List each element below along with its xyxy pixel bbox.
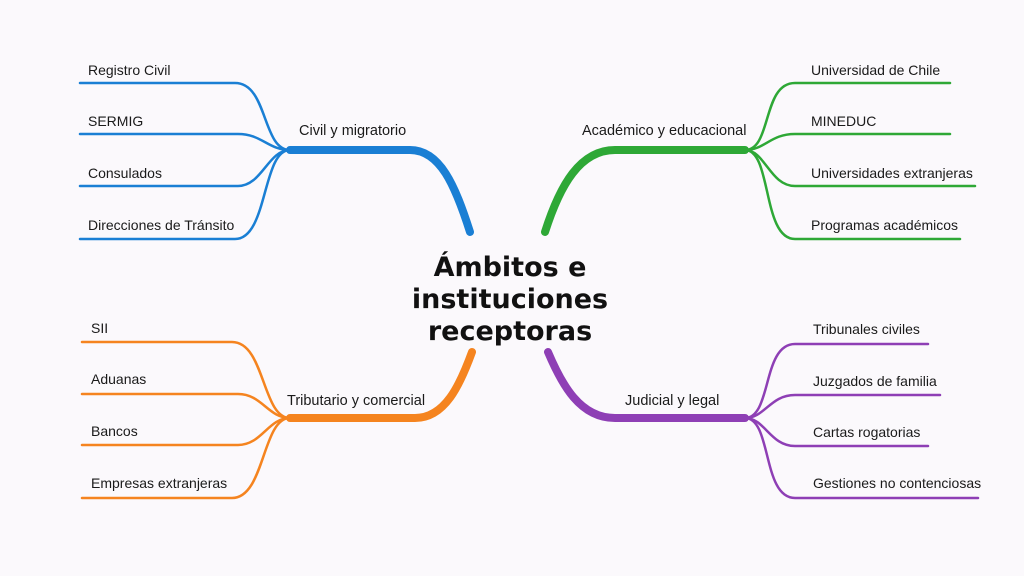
leaf-connector-juzgados-familia: [743, 393, 942, 420]
leaf-connector-tribunales-civiles: [743, 342, 930, 420]
leaf-connector-sii: [80, 340, 292, 420]
leaf-connector-aduanas: [80, 392, 292, 420]
leaf-connector-programas-academicos: [743, 148, 962, 241]
leaf-label-consulados: Consulados: [88, 165, 162, 181]
leaf-label-universidades-extranjeras: Universidades extranjeras: [811, 165, 973, 181]
trunk-tributario-comercial: [286, 348, 476, 422]
central-topic: Ámbitos e instituciones receptoras: [412, 251, 608, 347]
leaf-label-sii: SII: [91, 320, 108, 336]
leaf-connector-registro-civil: [78, 81, 292, 152]
leaf-label-empresas-extranjeras: Empresas extranjeras: [91, 475, 227, 491]
leaf-label-registro-civil: Registro Civil: [88, 62, 170, 78]
branch-tributario-comercial: Tributario y comercial SII Aduanas Banco…: [80, 320, 476, 500]
leaf-label-mineduc: MINEDUC: [811, 113, 876, 129]
trunk-civil-migratorio: [286, 146, 474, 236]
leaf-label-tribunales-civiles: Tribunales civiles: [813, 321, 920, 337]
central-topic-line-3: receptoras: [428, 316, 592, 347]
branch-judicial-legal: Judicial y legal Tribunales civiles Juzg…: [544, 321, 981, 500]
leaf-connector-gestiones-no-contenciosas: [743, 416, 980, 500]
leaf-label-programas-academicos: Programas académicos: [811, 217, 958, 233]
leaf-label-cartas-rogatorias: Cartas rogatorias: [813, 424, 920, 440]
branch-academico-educacional: Académico y educacional Universidad de C…: [541, 62, 977, 241]
leaf-connector-empresas-extranjeras: [80, 416, 292, 500]
leaf-connector-sermig: [78, 132, 292, 152]
leaf-label-gestiones-no-contenciosas: Gestiones no contenciosas: [813, 475, 981, 491]
leaf-label-bancos: Bancos: [91, 423, 138, 439]
leaf-label-sermig: SERMIG: [88, 113, 143, 129]
leaf-label-universidad-chile: Universidad de Chile: [811, 62, 940, 78]
trunk-judicial-legal: [544, 348, 749, 422]
leaf-label-juzgados-familia: Juzgados de familia: [813, 373, 937, 389]
leaf-label-direcciones-transito: Direcciones de Tránsito: [88, 217, 235, 233]
leaf-label-aduanas: Aduanas: [91, 371, 146, 387]
leaf-connector-direcciones-transito: [78, 148, 292, 241]
branch-label-civil-migratorio: Civil y migratorio: [299, 123, 406, 139]
branch-label-academico-educacional: Académico y educacional: [582, 123, 746, 139]
branch-label-judicial-legal: Judicial y legal: [625, 393, 719, 409]
branch-civil-migratorio: Civil y migratorio Registro Civil SERMIG…: [78, 62, 474, 241]
central-topic-line-1: Ámbitos e: [434, 251, 587, 283]
trunk-academico-educacional: [541, 146, 749, 236]
branch-label-tributario-comercial: Tributario y comercial: [287, 393, 425, 409]
central-topic-line-2: instituciones: [412, 284, 608, 315]
leaf-connector-mineduc: [743, 132, 952, 152]
leaf-connector-universidad-chile: [743, 81, 952, 152]
